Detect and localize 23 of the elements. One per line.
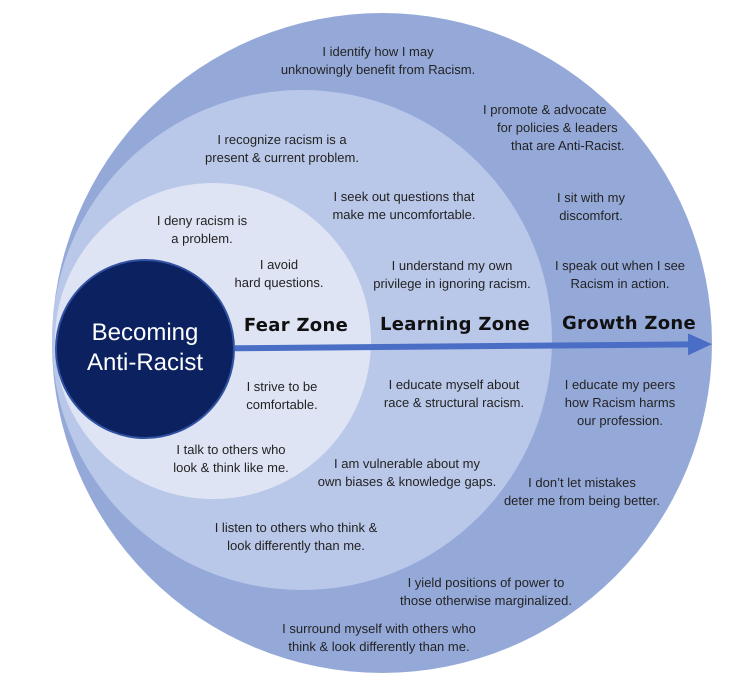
statement-text: I talk to others who look & think like me. <box>173 441 289 477</box>
zone-title: Learning Zone <box>380 313 530 337</box>
statement-text: I don’t let mistakes deter me from being better. <box>504 474 660 510</box>
statement-text: I educate my peers how Racism harms our profession. <box>564 376 676 430</box>
statement-text: I deny racism is a problem. <box>156 212 248 248</box>
statement-text: I strive to be comfortable. <box>246 378 318 414</box>
statement-text: I seek out questions that make me uncomfortable. <box>332 188 476 224</box>
arrow <box>234 333 712 356</box>
zone-title: Fear Zone <box>244 314 348 338</box>
statement-text: I speak out when I see Racism in action. <box>554 257 686 293</box>
statement-text: I identify how I may unknowingly benefit from Racism. <box>280 43 476 79</box>
statement-text: I sit with my discomfort. <box>557 189 625 225</box>
center-title: Becoming Anti-Racist <box>86 318 204 378</box>
statement-text: I understand my own privilege in ignoring racism. <box>373 257 531 293</box>
statement-text: I recognize racism is a present & current problem. <box>205 131 359 167</box>
statement-text: I surround myself with others who think & look differently than me. <box>282 620 476 656</box>
statement-text: I promote & advocate for policies & leaders that are Anti-Racist. <box>483 101 624 155</box>
statement-text: I am vulnerable about my own biases & knowledge gaps. <box>318 455 496 491</box>
statement-text: I avoid hard questions. <box>234 256 324 292</box>
statement-text: I yield positions of power to those otherwise marginalized. <box>400 574 572 610</box>
zone-title: Growth Zone <box>562 312 696 336</box>
statement-text: I listen to others who think & look differently than me. <box>214 519 378 555</box>
statement-text: I educate myself about race & structural racism. <box>384 376 524 412</box>
